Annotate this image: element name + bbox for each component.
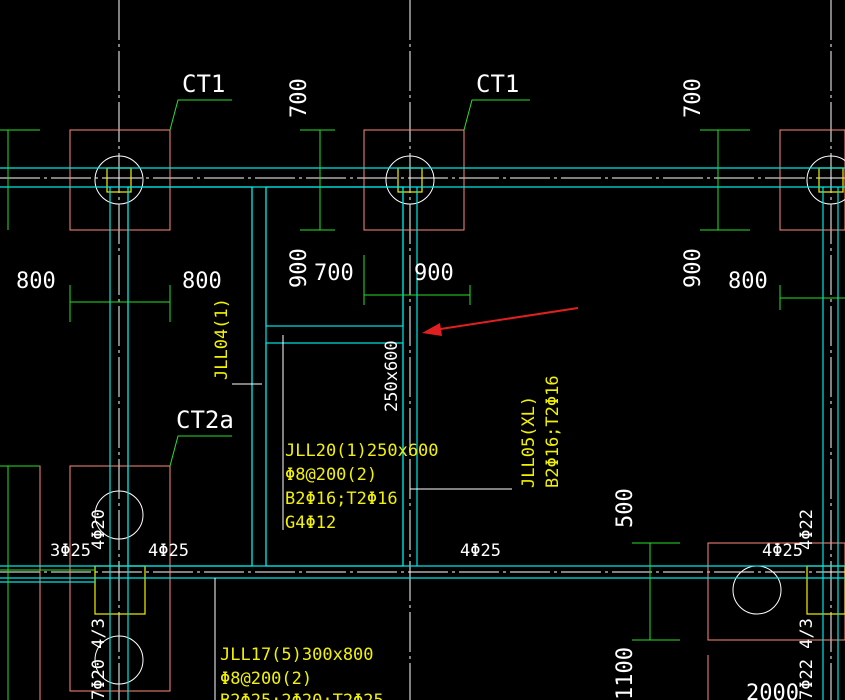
beam-jll20-line4: G4Φ12 <box>285 513 336 533</box>
leaders <box>169 99 530 467</box>
leader-ct2a <box>169 435 232 467</box>
rebar-4phi25-a: 4Φ25 <box>148 541 189 561</box>
beam-jll20-line3: B2Φ16;T2Φ16 <box>285 489 398 509</box>
beams <box>0 167 845 700</box>
pile-circle-4 <box>94 490 144 540</box>
pile-cap-left-partial <box>0 465 41 700</box>
dim-text-2000: 2000 <box>746 681 799 700</box>
red-arrow-shaft <box>433 307 579 331</box>
rebar-3phi25: 3Φ25 <box>50 541 91 561</box>
pile-cap-ct1-b <box>363 129 465 231</box>
pile-circle-6 <box>94 635 144 685</box>
dim-text-700-mid: 700 <box>314 261 354 286</box>
beam-leaders <box>214 335 512 700</box>
dim-text-800-mid: 800 <box>182 269 222 294</box>
dim-text-1100: 1100 <box>613 647 638 700</box>
pile-circle-5 <box>732 565 782 615</box>
cap-label-ct2a: CT2a <box>176 406 234 434</box>
red-arrow <box>422 307 579 336</box>
pile-circle-2 <box>385 155 435 205</box>
dim-text-500: 500 <box>613 488 638 528</box>
leader-ct1-b <box>463 99 530 131</box>
rebar-7phi20: 7Φ20 4/3 <box>89 618 109 700</box>
cap-label-ct1-b: CT1 <box>476 70 519 98</box>
dim-text-900-mid: 900 <box>287 248 312 288</box>
dimensions <box>0 129 845 700</box>
rebar-4phi20: 4Φ20 <box>89 509 109 550</box>
beam-jll17-line2: Φ8@200(2) <box>220 669 312 689</box>
dim-text-900-right: 900 <box>681 248 706 288</box>
column-5 <box>806 565 845 615</box>
beam-jll05-line1: JLL05(XL) <box>519 396 539 488</box>
leader-ct1-a <box>169 99 232 131</box>
beam-tag-jll04: JLL04(1) <box>212 298 232 380</box>
beam-size-250x600: 250x600 <box>382 340 402 412</box>
pile-cap-right-bottom <box>707 542 845 641</box>
beam-jll05-line2: B2Φ16;T2Φ16 <box>543 375 563 488</box>
beam-jll17-line1: JLL17(5)300x800 <box>220 645 374 665</box>
room-box-left <box>127 186 253 567</box>
dim-text-800-right: 800 <box>728 269 768 294</box>
pile-circle-3 <box>806 155 845 205</box>
red-arrow-head <box>422 323 442 336</box>
beam-jll20-line2: Φ8@200(2) <box>285 465 377 485</box>
pile-cap-ct1-a <box>69 129 171 231</box>
cap-label-ct1-a: CT1 <box>182 70 225 98</box>
beam-jll17-line3: B2Φ25;2Φ20;T2Φ25 <box>220 691 384 700</box>
pile-circle-1 <box>94 155 144 205</box>
column-4 <box>94 565 146 615</box>
beam-jll20-line1: JLL20(1)250x600 <box>285 441 439 461</box>
rebar-4phi25-b: 4Φ25 <box>460 541 501 561</box>
rebar-4phi22: 4Φ22 <box>797 509 817 550</box>
rebar-7phi22: 7Φ22 4/3 <box>797 618 817 700</box>
dim-text-700-top-a: 700 <box>287 78 312 118</box>
pile-cap-right-top <box>779 129 845 231</box>
rebar-4phi25-c: 4Φ25 <box>762 541 803 561</box>
dim-text-900-axis: 900 <box>414 261 454 286</box>
dim-text-800-left: 800 <box>16 269 56 294</box>
dim-text-700-top-b: 700 <box>681 78 706 118</box>
